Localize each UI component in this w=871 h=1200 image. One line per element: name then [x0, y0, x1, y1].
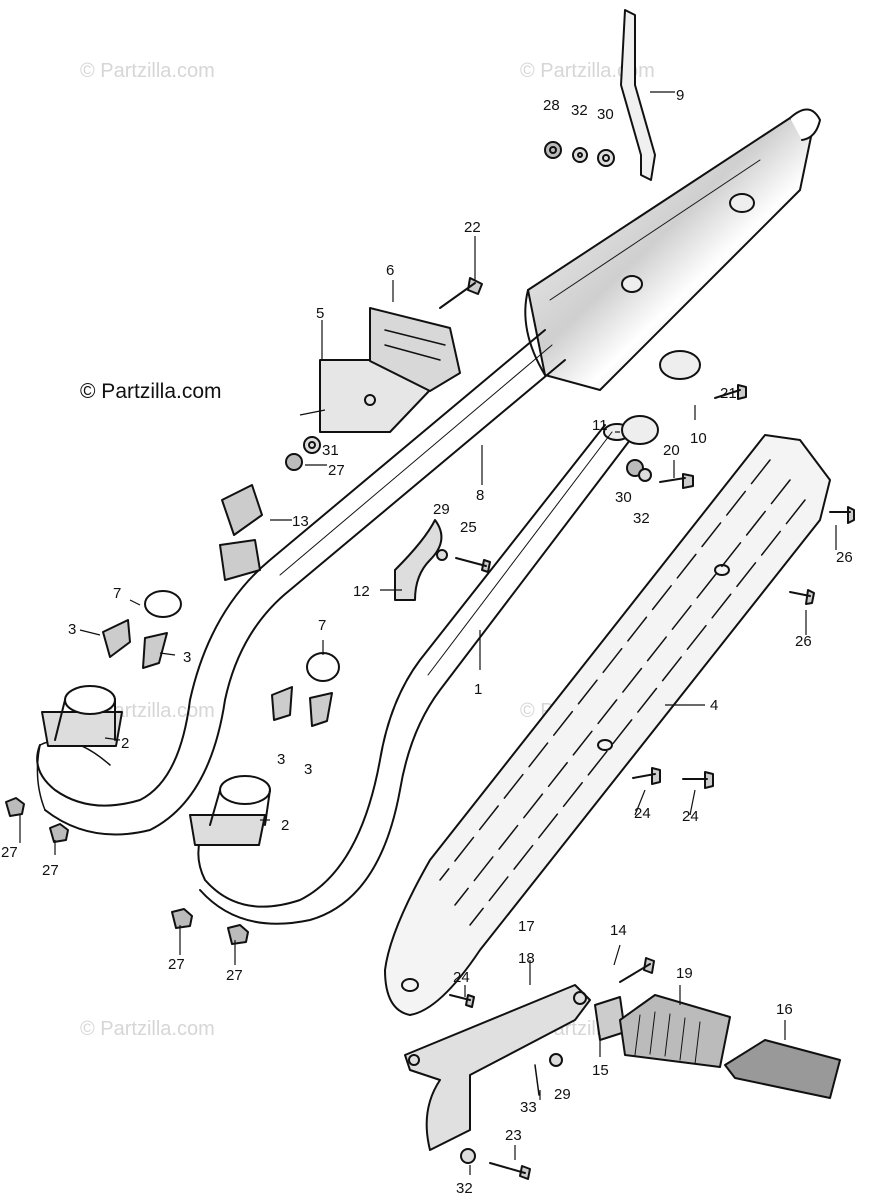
- exhaust-pipe-lower: [197, 423, 631, 925]
- label-24b: 24: [682, 808, 699, 825]
- label-11: 11: [592, 417, 608, 434]
- muffler: [524, 108, 821, 391]
- label-24a: 24: [634, 805, 651, 822]
- label-27c: 27: [42, 862, 59, 879]
- label-31: 31: [322, 442, 339, 459]
- label-32b: 32: [633, 510, 650, 527]
- label-12: 12: [353, 583, 370, 600]
- bolt-24: [449, 994, 475, 1008]
- label-29a: 29: [433, 501, 450, 518]
- bolt-21: [714, 384, 747, 400]
- exhaust-gasket-right: [306, 652, 340, 682]
- nut-27: [49, 823, 69, 843]
- label-27d: 27: [168, 956, 185, 973]
- nut-28: [544, 141, 562, 159]
- bolt-14: [619, 957, 655, 983]
- label-20: 20: [663, 442, 680, 459]
- label-21: 21: [720, 385, 737, 402]
- label-33: 33: [520, 1099, 537, 1116]
- bolt-24: [632, 767, 661, 785]
- footrest-bracket: [404, 984, 591, 1151]
- label-18: 18: [518, 950, 535, 967]
- muffler-hanger-bracket: [620, 9, 656, 181]
- label-1: 1: [474, 681, 482, 698]
- label-4: 4: [710, 697, 718, 714]
- label-25: 25: [460, 519, 477, 536]
- bolt-22: [439, 277, 483, 309]
- label-5: 5: [316, 305, 324, 322]
- label-27e: 27: [226, 967, 243, 984]
- label-28: 28: [543, 97, 560, 114]
- label-32c: 32: [456, 1180, 473, 1197]
- label-10: 10: [690, 430, 707, 447]
- label-3b: 3: [183, 649, 191, 666]
- label-3a: 3: [68, 621, 76, 638]
- footpeg-16: [724, 1039, 841, 1099]
- exhaust-cotter: [309, 692, 333, 727]
- bolt-24: [682, 771, 714, 789]
- nut-27: [285, 453, 303, 471]
- watermark: © Partzilla.com: [80, 1018, 215, 1040]
- exhaust-joint-flange-left: [41, 685, 123, 747]
- footpeg-rubber-19: [619, 994, 731, 1068]
- pipe-clamp-13: [219, 484, 263, 581]
- label-7a: 7: [113, 585, 121, 602]
- washer-30: [597, 149, 615, 167]
- label-24c: 24: [453, 969, 470, 986]
- exhaust-cotter: [271, 686, 293, 721]
- bolt-26: [829, 506, 855, 524]
- label-8: 8: [476, 487, 484, 504]
- bolt-26: [789, 589, 815, 605]
- label-14: 14: [610, 922, 627, 939]
- watermark: © Partzilla.com: [80, 60, 215, 82]
- washer-32: [572, 147, 588, 163]
- label-6: 6: [386, 262, 394, 279]
- label-17: 17: [518, 918, 535, 935]
- exhaust-pipe-upper: [36, 329, 566, 836]
- exhaust-gasket-left: [144, 590, 182, 618]
- washer-29: [549, 1053, 563, 1067]
- label-2b: 2: [281, 817, 289, 834]
- label-23: 23: [505, 1127, 522, 1144]
- label-19: 19: [676, 965, 693, 982]
- label-3c: 3: [277, 751, 285, 768]
- label-9: 9: [676, 87, 684, 104]
- washer-29: [436, 549, 448, 561]
- exhaust-cotter: [102, 619, 131, 658]
- exhaust-cotter: [142, 632, 168, 669]
- label-22: 22: [464, 219, 481, 236]
- label-26b: 26: [795, 633, 812, 650]
- pipe-hanger-12: [394, 519, 443, 601]
- muffler-band-11: [621, 415, 659, 445]
- nut-27: [171, 908, 193, 929]
- label-27b: 27: [1, 844, 18, 861]
- label-32: 32: [571, 102, 588, 119]
- label-30: 30: [597, 106, 614, 123]
- muffler-band-10: [659, 350, 701, 380]
- label-7b: 7: [318, 617, 326, 634]
- bolt-23: [489, 1162, 531, 1180]
- label-30b: 30: [615, 489, 632, 506]
- label-27a: 27: [328, 462, 345, 479]
- exhaust-joint-flange-right: [189, 775, 271, 846]
- muffler-clamp-6: [369, 307, 461, 392]
- label-15: 15: [592, 1062, 609, 1079]
- nut-27: [227, 924, 249, 945]
- label-16: 16: [776, 1001, 793, 1018]
- washer-32: [460, 1148, 476, 1164]
- label-26a: 26: [836, 549, 853, 566]
- copyright-notice: © Partzilla.com: [80, 380, 222, 403]
- label-13: 13: [292, 513, 309, 530]
- heat-shield: [384, 434, 831, 1016]
- bolt-25: [455, 557, 491, 573]
- cotter-pin-33: [534, 1064, 540, 1096]
- label-29b: 29: [554, 1086, 571, 1103]
- label-2a: 2: [121, 735, 129, 752]
- label-3d: 3: [304, 761, 312, 778]
- washer-32: [638, 468, 652, 482]
- nut-27: [5, 797, 25, 817]
- washer-31: [303, 436, 321, 454]
- bolt-20: [659, 473, 694, 489]
